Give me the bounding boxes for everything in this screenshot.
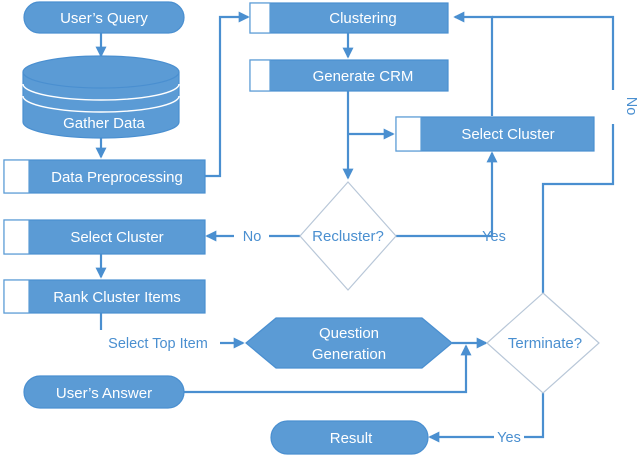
question-generation-label-1: Question (319, 325, 379, 342)
rank-cluster-items-node: Rank Cluster Items (3, 279, 206, 314)
edge-terminate-no-b (492, 15, 615, 90)
rank-cluster-items-label: Rank Cluster Items (53, 289, 181, 306)
recluster-no-label: No (243, 229, 262, 245)
edge-select-right-to-clustering (453, 11, 494, 116)
terminate-decision: Terminate? (486, 292, 600, 394)
database-stripe-1 (22, 83, 180, 101)
data-preprocessing-label: Data Preprocessing (51, 169, 183, 186)
terminate-yes-label: Yes (497, 430, 521, 446)
select-top-item-label: Select Top Item (108, 336, 208, 352)
question-generation-label-2: Generation (312, 346, 386, 363)
edge-answer-to-terminate (184, 344, 472, 394)
database-stripe-2 (22, 95, 180, 113)
users-answer-node: User’s Answer (23, 375, 185, 409)
terminate-no-label: No (623, 97, 639, 116)
edge-terminate-yes-a (524, 393, 545, 439)
users-query-label: User’s Query (60, 10, 148, 27)
clustering-label: Clustering (329, 10, 397, 27)
result-label: Result (330, 430, 373, 447)
recluster-label: Recluster? (312, 228, 384, 245)
edges (95, 11, 615, 443)
rank-cluster-items-tab (3, 279, 30, 314)
select-cluster-right-label: Select Cluster (461, 126, 554, 143)
select-cluster-left-label: Select Cluster (70, 229, 163, 246)
gather-data-node: Gather Data (22, 55, 180, 139)
users-query-node: User’s Query (23, 1, 185, 34)
data-preprocessing-node: Data Preprocessing (3, 159, 206, 194)
select-cluster-left-tab (3, 219, 30, 255)
recluster-yes-label: Yes (482, 229, 506, 245)
recluster-decision: Recluster? (299, 181, 397, 291)
users-answer-label: User’s Answer (56, 385, 152, 402)
generate-crm-tab (249, 59, 271, 92)
generate-crm-node: Generate CRM (249, 59, 449, 92)
edge-recluster-yes-b (476, 151, 498, 238)
gather-data-label: Gather Data (63, 115, 145, 132)
edge-preprocessing-to-clustering (205, 11, 250, 178)
result-node: Result (270, 420, 429, 455)
generate-crm-label: Generate CRM (313, 68, 414, 85)
select-cluster-left-node: Select Cluster (3, 219, 206, 255)
data-preprocessing-tab (3, 159, 30, 194)
clustering-node: Clustering (249, 2, 449, 34)
select-cluster-right-tab (395, 116, 422, 152)
terminate-label: Terminate? (508, 335, 582, 352)
select-cluster-right-node: Select Cluster (395, 116, 595, 152)
question-generation-node: Question Generation (245, 317, 453, 369)
clustering-tab (249, 2, 271, 34)
edge-terminate-no-a (541, 124, 615, 293)
